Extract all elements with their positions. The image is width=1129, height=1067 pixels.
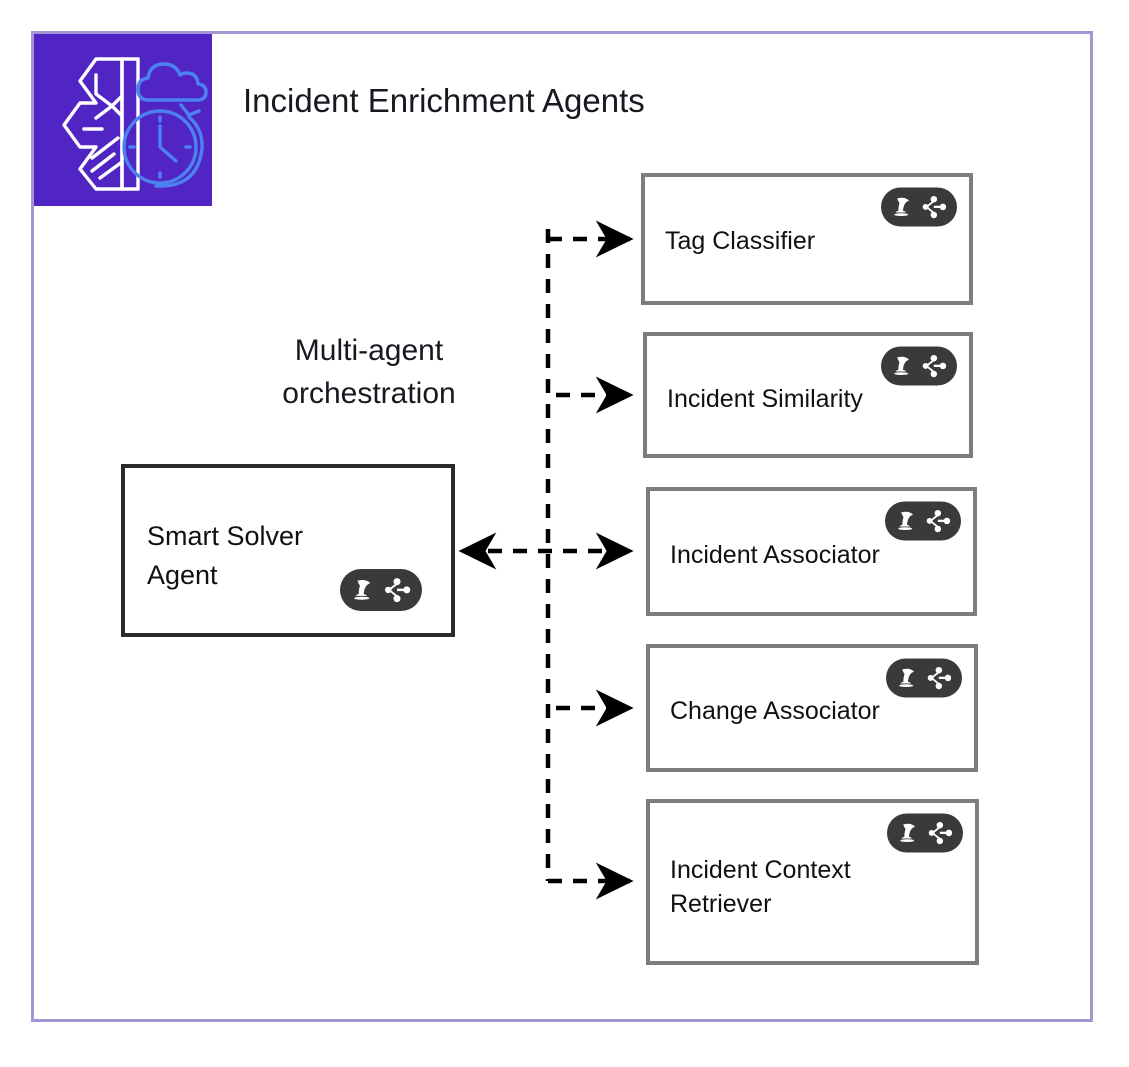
orchestration-label: Multi-agent orchestration bbox=[282, 334, 456, 410]
page-title: Incident Enrichment Agents bbox=[243, 82, 645, 119]
bedrock-agent-icon bbox=[340, 569, 422, 611]
bedrock-agent-icon bbox=[887, 813, 963, 853]
bedrock-agent-icon bbox=[886, 658, 962, 698]
agent-label-tag-classifier: Tag Classifier bbox=[665, 227, 816, 255]
brand-logo-tile bbox=[34, 34, 212, 206]
agent-label-incident-similarity: Incident Similarity bbox=[667, 385, 863, 413]
bedrock-agent-icon bbox=[881, 187, 957, 227]
agent-label-change-associator: Change Associator bbox=[670, 697, 880, 725]
supervisor-agent-box[interactable]: Smart Solver Agent bbox=[121, 464, 455, 637]
agent-box-incident-associator[interactable]: Incident Associator bbox=[646, 487, 977, 616]
brain-cloud-clock-icon bbox=[62, 57, 208, 191]
bedrock-agent-icon bbox=[881, 346, 957, 386]
supervisor-agent-label: Smart Solver Agent bbox=[147, 521, 304, 590]
agent-label-incident-context-retriever: Incident Context Retriever bbox=[670, 856, 851, 918]
agent-box-incident-similarity[interactable]: Incident Similarity bbox=[643, 332, 973, 458]
agent-box-change-associator[interactable]: Change Associator bbox=[646, 644, 978, 772]
agent-box-incident-context-retriever[interactable]: Incident Context Retriever bbox=[646, 799, 979, 965]
agent-label-incident-associator: Incident Associator bbox=[670, 541, 880, 569]
agent-box-tag-classifier[interactable]: Tag Classifier bbox=[641, 173, 973, 305]
bedrock-agent-icon bbox=[885, 501, 961, 541]
